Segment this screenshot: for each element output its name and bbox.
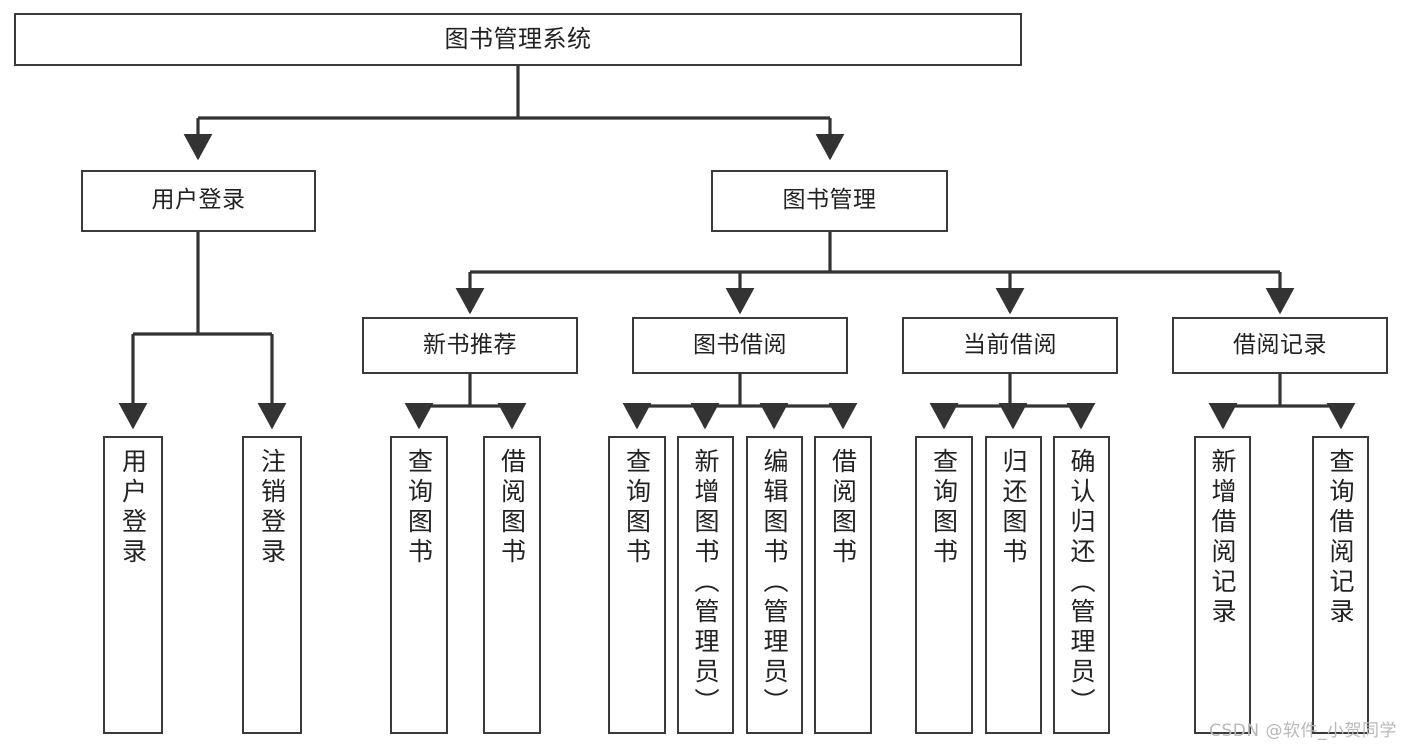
leaf-add-borrow-record-label: 新增借阅记录 xyxy=(1208,448,1237,628)
leaf-return-book-label: 归还图书 xyxy=(999,448,1028,568)
node-book-borrow[interactable]: 图书借阅 xyxy=(632,317,848,374)
leaf-confirm-return-admin[interactable]: 确认归还（管理员） xyxy=(1053,436,1110,734)
leaf-query-book-borrow[interactable]: 查询图书 xyxy=(608,436,666,734)
node-book-borrow-label: 图书借阅 xyxy=(693,331,787,358)
node-book-manage[interactable]: 图书管理 xyxy=(711,170,948,232)
leaf-query-book-current[interactable]: 查询图书 xyxy=(915,436,973,734)
leaf-borrow-book[interactable]: 借阅图书 xyxy=(814,436,872,734)
leaf-logout-label: 注销登录 xyxy=(257,448,287,568)
node-borrow-record-label: 借阅记录 xyxy=(1233,331,1327,358)
node-user-login-label: 用户登录 xyxy=(151,187,246,214)
leaf-query-book-current-label: 查询图书 xyxy=(929,448,959,568)
node-borrow-record[interactable]: 借阅记录 xyxy=(1172,317,1388,374)
leaf-user-login[interactable]: 用户登录 xyxy=(103,436,163,734)
node-user-login[interactable]: 用户登录 xyxy=(81,170,316,232)
leaf-add-book-admin-label: 新增图书（管理员） xyxy=(691,448,720,718)
leaf-return-book[interactable]: 归还图书 xyxy=(985,436,1042,734)
node-root[interactable]: 图书管理系统 xyxy=(14,13,1022,66)
node-book-manage-label: 图书管理 xyxy=(782,187,877,214)
leaf-user-login-label: 用户登录 xyxy=(118,448,148,568)
node-current-borrow-label: 当前借阅 xyxy=(963,331,1057,358)
leaf-query-borrow-record-label: 查询借阅记录 xyxy=(1326,448,1355,628)
leaf-query-book-rec-label: 查询图书 xyxy=(404,448,434,568)
node-new-book-recommend[interactable]: 新书推荐 xyxy=(362,317,578,374)
leaf-borrow-book-label: 借阅图书 xyxy=(828,448,858,568)
leaf-query-book-rec[interactable]: 查询图书 xyxy=(390,436,448,734)
leaf-query-borrow-record[interactable]: 查询借阅记录 xyxy=(1312,436,1369,734)
leaf-logout[interactable]: 注销登录 xyxy=(242,436,302,734)
leaf-add-borrow-record[interactable]: 新增借阅记录 xyxy=(1194,436,1251,734)
node-new-book-recommend-label: 新书推荐 xyxy=(423,331,517,358)
leaf-borrow-book-rec[interactable]: 借阅图书 xyxy=(483,436,541,734)
leaf-add-book-admin[interactable]: 新增图书（管理员） xyxy=(677,436,734,734)
watermark-text: CSDN @软件_小贺同学 xyxy=(1209,721,1397,741)
leaf-borrow-book-rec-label: 借阅图书 xyxy=(497,448,527,568)
node-current-borrow[interactable]: 当前借阅 xyxy=(902,317,1118,374)
leaf-edit-book-admin-label: 编辑图书（管理员） xyxy=(760,448,789,718)
leaf-confirm-return-admin-label: 确认归还（管理员） xyxy=(1067,448,1096,718)
node-root-label: 图书管理系统 xyxy=(444,25,592,54)
leaf-edit-book-admin[interactable]: 编辑图书（管理员） xyxy=(746,436,803,734)
leaf-query-book-borrow-label: 查询图书 xyxy=(622,448,652,568)
